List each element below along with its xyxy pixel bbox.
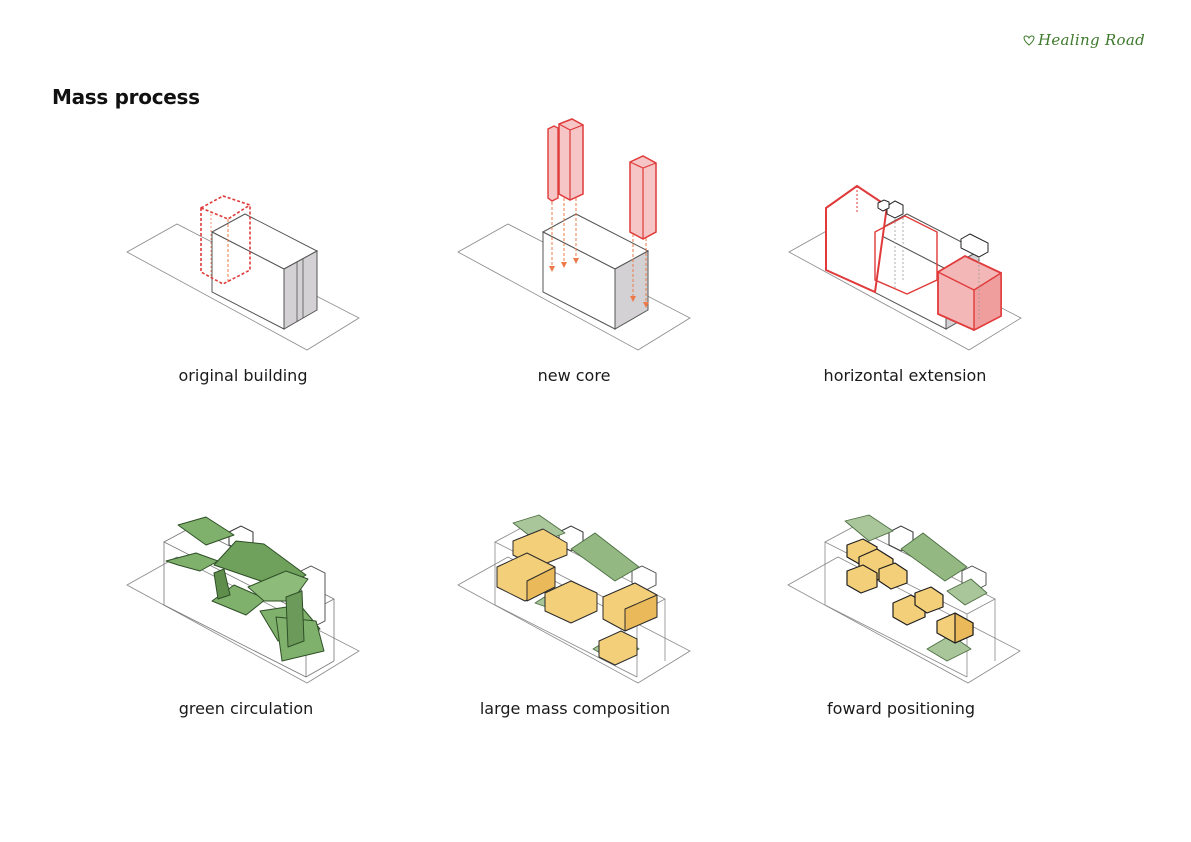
- horizontal-extension-drawing: [788, 184, 1022, 351]
- forward-positioning-drawing: [787, 514, 1021, 684]
- site-plane: [787, 556, 1021, 684]
- green-circulation-drawing: [126, 516, 360, 684]
- caption: horizontal extension: [823, 366, 987, 385]
- caption: new core: [537, 366, 611, 385]
- diagram-original-building: original building: [93, 120, 393, 390]
- core-outline: [200, 195, 251, 285]
- diagram-forward-positioning: foward positioning: [751, 453, 1051, 723]
- heart-leaf-icon: [1023, 35, 1035, 46]
- diagram-horizontal-extension: horizontal extension: [755, 120, 1055, 390]
- diagram-new-core: new core: [424, 118, 724, 390]
- logo-text: Healing Road: [1038, 31, 1145, 49]
- green-platform: [247, 570, 309, 602]
- green-slope: [570, 532, 640, 582]
- site-plane: [126, 223, 360, 351]
- site-plane: [788, 223, 1022, 351]
- extension-left: [825, 184, 889, 294]
- caption: foward positioning: [827, 699, 975, 718]
- extension-middle: [874, 215, 938, 295]
- site-plane: [457, 223, 691, 351]
- large-mass-composition-drawing: [457, 514, 691, 684]
- core-tower-thin: [547, 125, 559, 202]
- new-core-drawing: [457, 118, 691, 351]
- caption: original building: [178, 366, 308, 385]
- page-title: Mass process: [52, 85, 200, 109]
- building-side: [614, 250, 649, 330]
- site-plane: [126, 556, 360, 684]
- caption: large mass composition: [479, 699, 671, 718]
- diagram-green-circulation: green circulation: [96, 453, 396, 723]
- green-stair-link: [213, 568, 231, 600]
- diagram-large-mass-composition: large mass composition: [425, 453, 725, 723]
- green-terrace-left: [165, 552, 219, 572]
- logo: Healing Road: [1022, 26, 1162, 54]
- core-tower: [558, 118, 584, 201]
- caption: green circulation: [178, 699, 314, 718]
- site-plane: [457, 556, 691, 684]
- building-side: [283, 250, 318, 330]
- original-building-drawing: [126, 195, 360, 351]
- green-roof: [177, 516, 235, 546]
